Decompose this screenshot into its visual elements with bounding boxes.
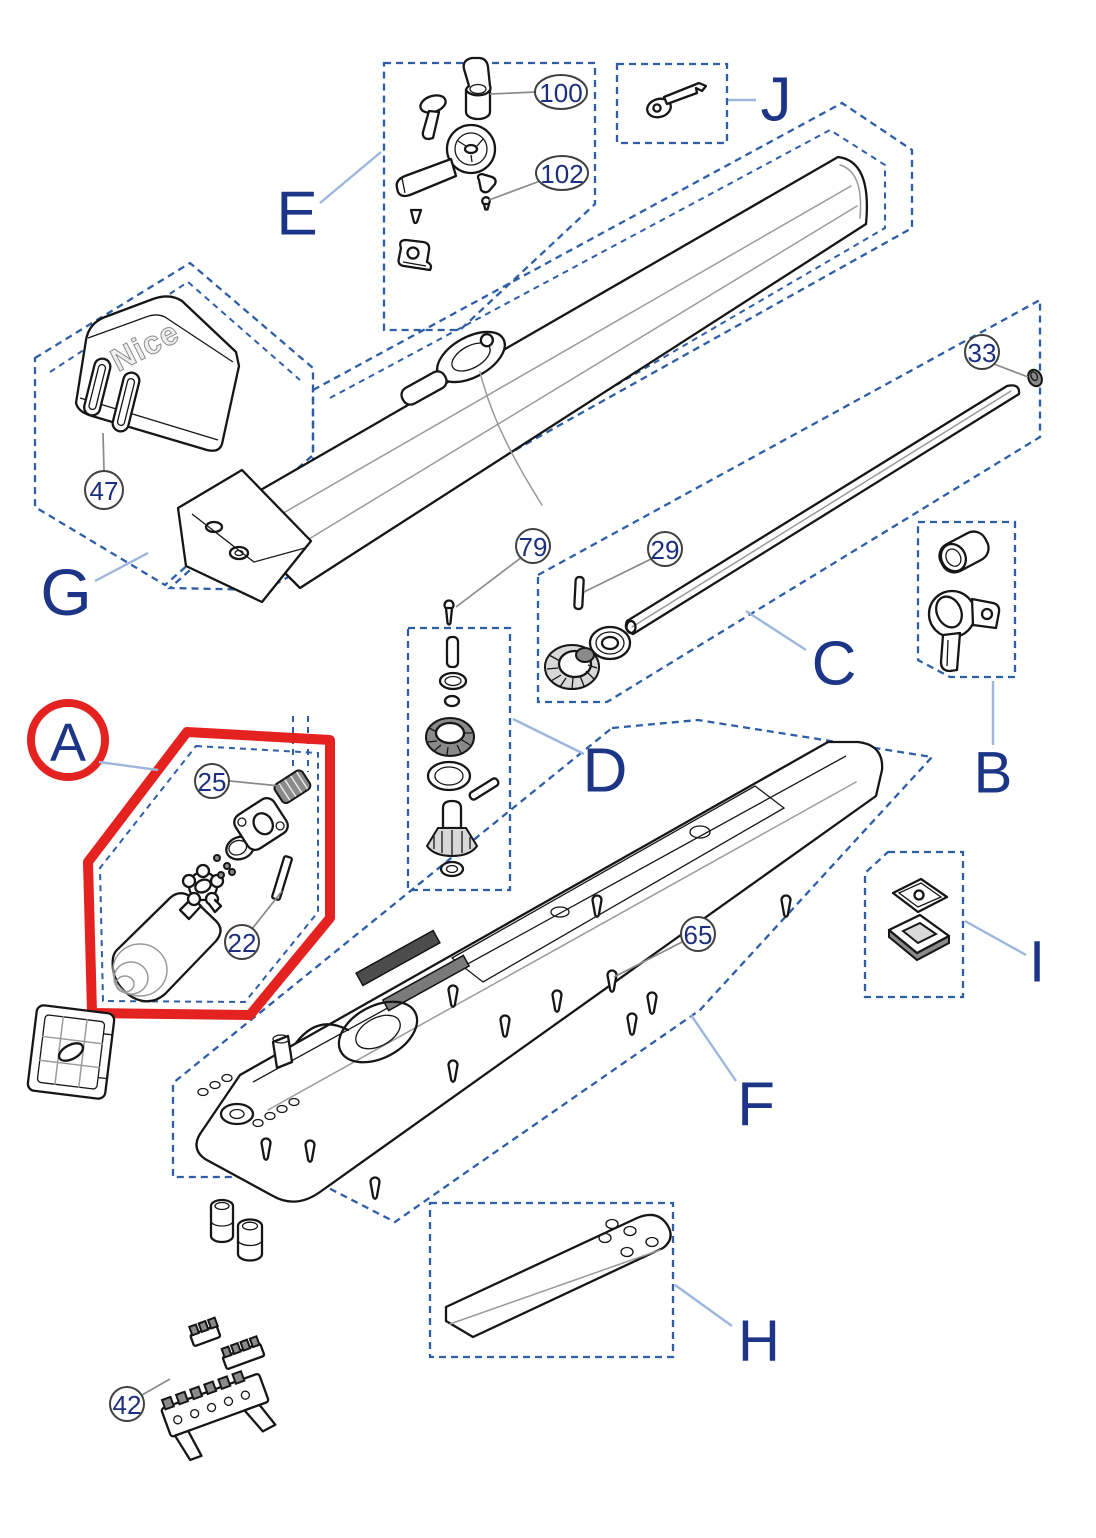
kit-outline-D [406,626,512,892]
bushing-and-key-drawing [927,530,1001,673]
kit-letter-I: I [1029,930,1045,995]
cover-drawing: Nice [74,295,241,452]
screws-drawing [260,894,792,1200]
svg-text:100: 100 [539,78,582,108]
svg-text:47: 47 [90,476,119,506]
kit-outline-arm-inner [299,128,886,571]
kit-letter-A: A [50,713,86,773]
svg-text:102: 102 [540,159,583,189]
release-key-drawing [646,81,708,119]
nut-plates-drawing [887,877,951,962]
worm-screw-drawing [544,368,1043,690]
motor-kit-drawing [111,769,312,1003]
mount-plate-drawing [26,1004,116,1100]
part-number-100: 100 [534,74,588,110]
svg-text:22: 22 [228,928,257,958]
kit-outline-I [863,850,965,999]
kit-outline-E [382,61,597,332]
part-number-42: 42 [109,1386,145,1422]
arm-drawing [176,155,868,604]
caps-drawing [209,1198,264,1262]
svg-text:25: 25 [198,767,227,797]
kit-outline-arm-outer [167,101,914,592]
terminal-block-drawing [160,1316,277,1462]
kit-letter-C: C [812,630,857,699]
svg-text:29: 29 [651,535,680,565]
kit-outline-A [98,744,319,1004]
part-number-29: 29 [647,531,683,567]
kit-letter-E: E [276,180,317,249]
kit-outline-H [428,1201,675,1359]
kit-letter-F: F [737,1071,775,1140]
kit-letters: E J G C B D A F I H [40,66,1045,1374]
svg-text:42: 42 [113,1390,142,1420]
part-number-22: 22 [224,924,260,960]
kit-a-highlight-circle [27,699,109,781]
kit-outline-G [33,261,315,587]
kit-outline-J [615,62,729,145]
part-number-79: 79 [515,528,551,564]
kit-letter-B: B [974,741,1013,806]
base-chassis-drawing [195,740,884,1203]
kit-a-highlight [27,699,335,1020]
part-number-47: 47 [84,470,124,510]
part-number-102: 102 [535,155,589,191]
part-number-badges: 100 102 33 79 29 47 25 22 [84,74,1000,1422]
kit-letter-J: J [761,66,792,135]
gear-column-drawing [425,599,500,878]
kit-outline-C [536,298,1042,704]
part-number-65: 65 [680,916,716,952]
kit-letter-D: D [583,737,628,806]
leader-lines [94,91,1029,1396]
kit-a-highlight-outline [83,727,335,1020]
svg-text:33: 33 [968,338,997,368]
part-number-33: 33 [964,334,1000,370]
kit-outline-F [171,718,935,1224]
release-lock-parts-drawing [395,56,497,272]
kit-letter-G: G [40,555,91,629]
kit-letter-H: H [738,1309,780,1374]
svg-text:79: 79 [519,532,548,562]
svg-text:65: 65 [684,920,713,950]
part-number-25: 25 [194,763,230,799]
kit-outline-B [916,520,1017,679]
flat-bar-drawing [444,1213,672,1339]
kit-outlines [33,61,1042,1359]
